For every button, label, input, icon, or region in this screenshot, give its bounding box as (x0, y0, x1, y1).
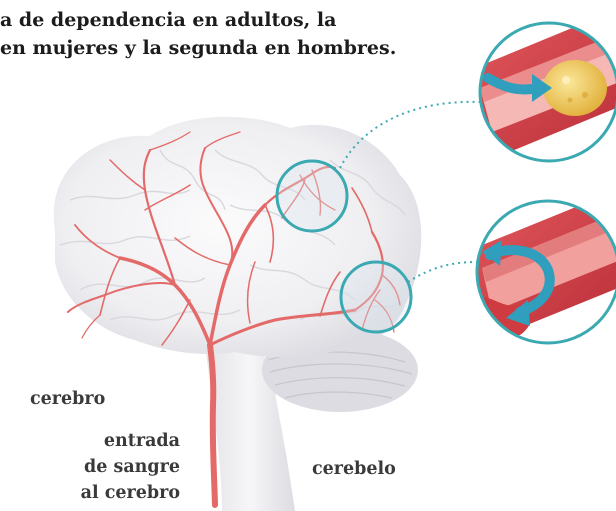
plaque-blob (543, 60, 607, 116)
label-entrada-sangre-line-3: al cerebro (80, 483, 180, 503)
label-entrada-sangre: entrada de sangre al cerebro (58, 428, 180, 506)
inset-blocked-artery (478, 21, 616, 163)
connector-line-upper (339, 100, 481, 169)
highlight-circle-lower (339, 260, 413, 334)
label-cerebelo: cerebelo (312, 459, 396, 479)
label-entrada-sangre-line-1: entrada (103, 431, 180, 451)
label-cerebro: cerebro (30, 389, 106, 409)
connector-line-lower (407, 261, 478, 283)
arrow-icon (483, 73, 552, 102)
artery-network (67, 131, 401, 508)
inset-ruptured-artery (475, 199, 616, 345)
headline-text: a de dependencia en adultos, la en mujer… (0, 6, 470, 62)
headline-line-1: a de dependencia en adultos, la (0, 9, 337, 31)
highlight-circle-upper (275, 159, 349, 233)
headline-line-2: en mujeres y la segunda en hombres. (0, 37, 397, 59)
curved-arrow-icon (482, 240, 555, 326)
cerebrum (53, 116, 422, 358)
label-entrada-sangre-line-2: de sangre (84, 457, 180, 477)
